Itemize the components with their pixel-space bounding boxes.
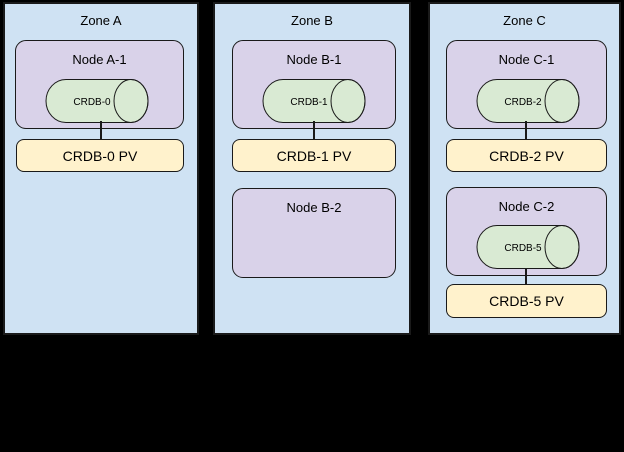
- pv-label: CRDB-0 PV: [62, 147, 138, 164]
- connector-line: [313, 121, 315, 140]
- connector-line: [100, 121, 102, 140]
- node-b2: Node B-2: [232, 188, 396, 278]
- zone-b-title: Zone B: [291, 13, 333, 28]
- node-c2-label: Node C-2: [498, 199, 555, 214]
- cylinder-label: CRDB-0: [73, 97, 111, 108]
- zone-c: Zone C Node C-1 CRDB-2 CRDB-2 PV Node C-…: [428, 2, 621, 335]
- pv-box-b: CRDB-1 PV: [232, 139, 396, 172]
- zone-c-title: Zone C: [503, 13, 546, 28]
- node-c1-label: Node C-1: [498, 52, 555, 67]
- pv-label: CRDB-1 PV: [276, 147, 352, 164]
- connector-line: [525, 268, 527, 285]
- connector-line: [525, 121, 527, 140]
- node-a1-label: Node A-1: [72, 52, 127, 67]
- zone-a: Zone A Node A-1 CRDB-0 CRDB-0 PV: [3, 2, 199, 335]
- node-c1: Node C-1 CRDB-2: [446, 40, 607, 129]
- database-cylinder-icon: CRDB-2: [476, 79, 580, 123]
- pv-box-c2: CRDB-5 PV: [446, 284, 607, 318]
- database-cylinder-icon: CRDB-5: [476, 225, 580, 269]
- node-b2-label: Node B-2: [286, 200, 342, 215]
- pv-box-a: CRDB-0 PV: [16, 139, 184, 172]
- cylinder-label: CRDB-5: [504, 243, 542, 254]
- cylinder-label: CRDB-1: [290, 97, 328, 108]
- node-a1: Node A-1 CRDB-0: [15, 40, 184, 129]
- node-b1-label: Node B-1: [286, 52, 342, 67]
- node-c2: Node C-2 CRDB-5: [446, 187, 607, 276]
- database-cylinder-icon: CRDB-0: [45, 79, 149, 123]
- zone-b: Zone B Node B-1 CRDB-1 CRDB-1 PV Node B-…: [213, 2, 411, 335]
- pv-label: CRDB-5 PV: [489, 293, 564, 309]
- pv-box-c1: CRDB-2 PV: [446, 139, 607, 172]
- node-b1: Node B-1 CRDB-1: [232, 40, 396, 129]
- cylinder-label: CRDB-2: [504, 97, 542, 108]
- zone-a-title: Zone A: [80, 13, 122, 28]
- pv-label: CRDB-2 PV: [489, 147, 564, 164]
- database-cylinder-icon: CRDB-1: [262, 79, 366, 123]
